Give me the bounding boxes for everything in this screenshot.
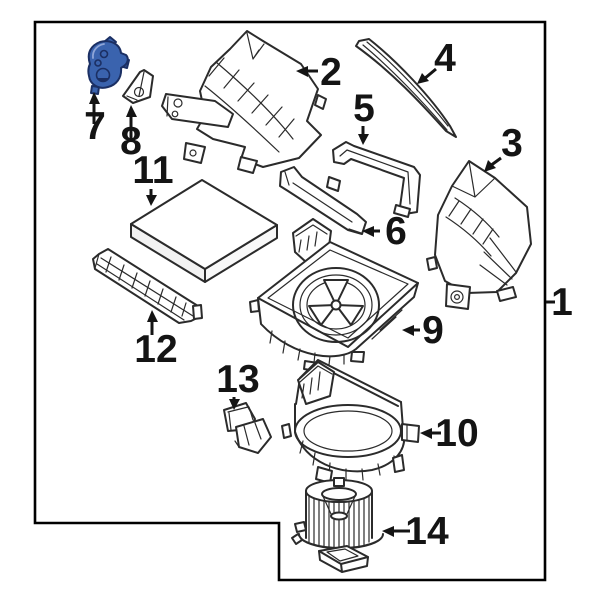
part-illustration-4	[355, 38, 457, 138]
part-illustration-10	[281, 359, 420, 484]
diagram-border	[33, 20, 547, 582]
callout-8: 8	[120, 105, 142, 163]
callout-label-10: 10	[435, 412, 478, 455]
callout-label-11: 11	[132, 149, 173, 192]
callout-label-7: 7	[84, 105, 106, 148]
callout-13: 13	[216, 358, 260, 410]
part-illustration-11	[130, 179, 278, 283]
callout-2: 2	[296, 51, 342, 94]
callout-1: 1	[546, 281, 573, 324]
callout-label-6: 6	[385, 210, 407, 253]
callout-9: 9	[402, 309, 444, 352]
part-illustration-3	[426, 160, 532, 310]
callout-label-2: 2	[320, 51, 342, 94]
part-illustration-7-highlighted	[87, 36, 130, 95]
part-illustration-14	[291, 477, 384, 573]
callout-11: 11	[132, 149, 174, 206]
callout-label-8: 8	[120, 120, 142, 163]
callout-12: 12	[134, 310, 178, 371]
part-illustration-6	[279, 166, 367, 235]
callout-label-3: 3	[501, 122, 523, 165]
part-illustration-9	[249, 218, 419, 372]
callout-label-1: 1	[551, 281, 573, 324]
callout-3: 3	[484, 122, 523, 172]
part-illustration-2	[161, 30, 327, 174]
callout-label-13: 13	[216, 358, 259, 401]
callout-label-4: 4	[434, 37, 456, 80]
callout-label-14: 14	[405, 510, 449, 553]
part-illustration-5	[326, 141, 421, 218]
callout-10: 10	[420, 412, 479, 455]
callout-7: 7	[84, 92, 106, 148]
callout-4: 4	[417, 37, 456, 84]
callout-label-9: 9	[422, 309, 444, 352]
part-illustration-13	[223, 402, 272, 454]
part-illustration-8	[122, 69, 154, 104]
callout-6: 6	[362, 210, 407, 253]
callout-14: 14	[382, 510, 449, 553]
callout-5: 5	[353, 87, 375, 145]
callout-label-5: 5	[353, 87, 375, 130]
part-illustration-12	[92, 248, 203, 324]
callout-label-12: 12	[134, 328, 177, 371]
